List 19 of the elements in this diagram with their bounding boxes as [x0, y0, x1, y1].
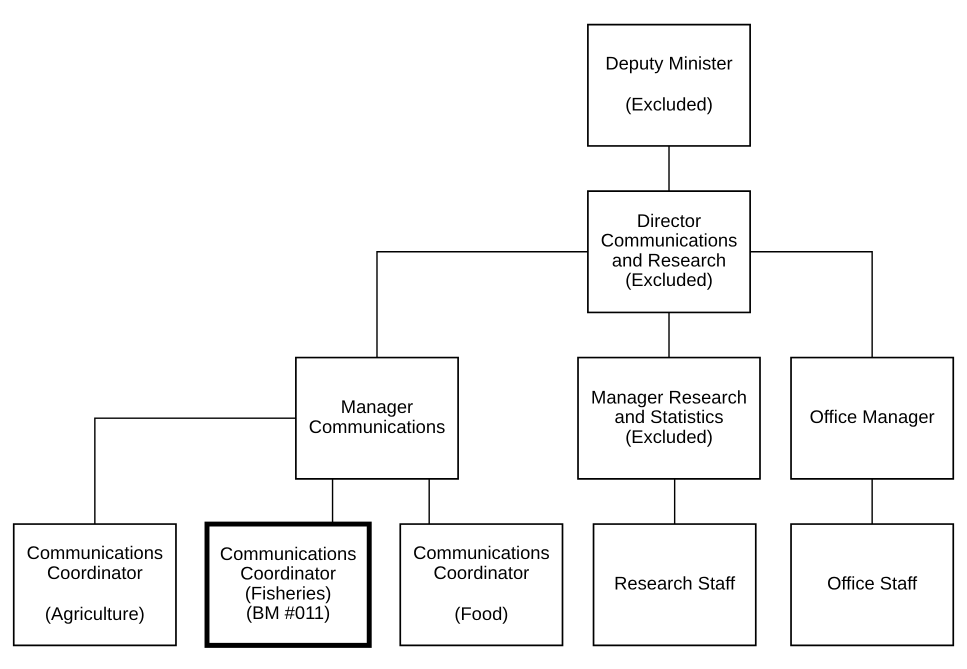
connector	[674, 478, 676, 524]
connector	[750, 250, 873, 357]
node-box: Communications Coordinator (Fisheries) (BM #011)	[204, 521, 372, 648]
node-box: Research Staff	[592, 522, 757, 646]
node-box: Communications Coordinator (Food)	[399, 522, 564, 646]
connector	[668, 146, 670, 190]
connector	[428, 478, 430, 524]
node-box: Director Communications and Research (Excluded)	[587, 190, 751, 313]
connector	[332, 478, 334, 524]
connector	[871, 478, 873, 524]
connector	[376, 250, 588, 357]
node-box: Communications Coordinator (Agriculture)	[12, 522, 177, 646]
connector	[94, 417, 296, 524]
node-box: Manager Communications	[295, 356, 459, 480]
node-box: Manager Research and Statistics (Excluded)	[577, 356, 761, 480]
node-box: Office Manager	[790, 356, 954, 480]
node-box: Office Staff	[790, 522, 954, 646]
node-box: Deputy Minister (Excluded)	[587, 23, 751, 146]
connector	[668, 312, 670, 357]
